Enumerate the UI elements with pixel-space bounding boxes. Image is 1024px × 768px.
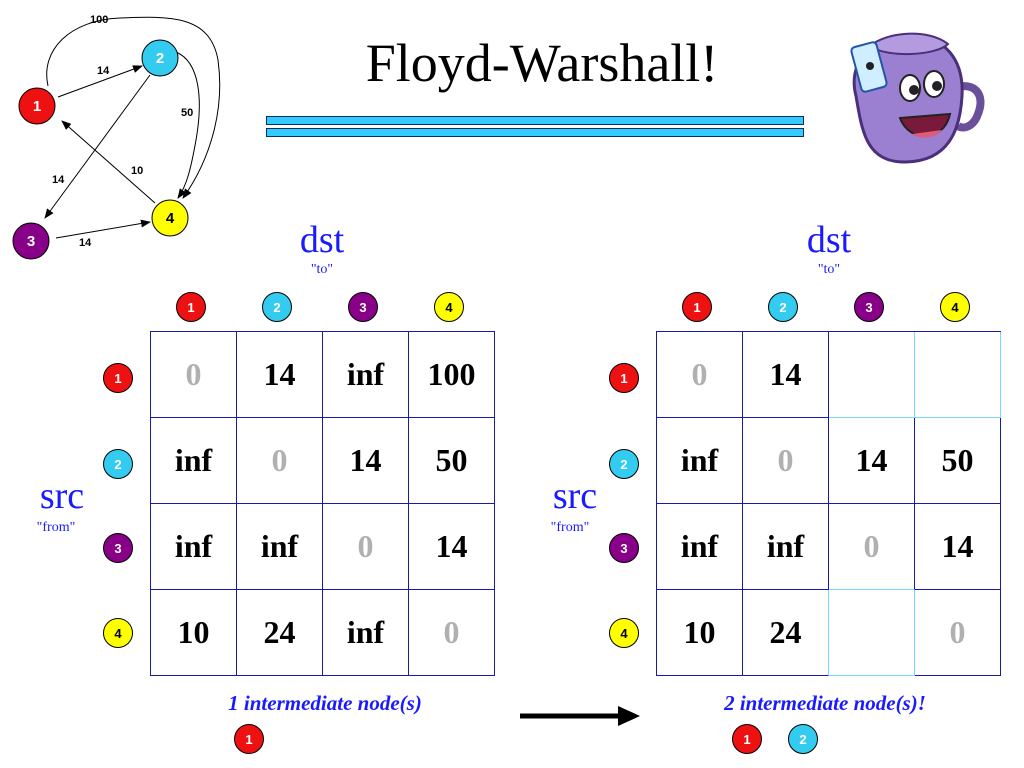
right-cell-1-2: 14 [743,332,829,418]
right-row-node-3: 3 [609,533,639,563]
left-cell-3-1: inf [151,504,237,590]
left-cell-2-4: 50 [409,418,495,504]
left-cell-3-4: 14 [409,504,495,590]
left-col-node-1: 1 [176,292,206,322]
left-col-node-3: 3 [348,292,378,322]
right-src-label: src [552,475,598,517]
left-col-node-4: 4 [434,292,464,322]
left-distance-matrix: 0 14 inf 100 inf 0 14 50 inf inf 0 14 10… [150,331,495,676]
left-row-node-3: 3 [103,533,133,563]
right-cell-2-3: 14 [829,418,915,504]
left-caption: 1 intermediate node(s) [228,691,422,715]
backpack-mascot-image [850,32,985,164]
left-col-node-2: 2 [262,292,292,322]
right-cell-4-3 [829,590,915,676]
graph-node-2: 2 [141,39,179,77]
right-dst-sublabel: "to" [817,262,841,277]
left-src-label: src [39,475,85,517]
left-dst-sublabel: "to" [310,262,334,277]
next-step-arrow [520,706,640,726]
right-row-node-2: 2 [609,449,639,479]
left-cell-4-4: 0 [409,590,495,676]
left-row-node-4: 4 [103,618,133,648]
edge-1-4 [46,16,221,199]
weight-3-4: 14 [79,237,92,249]
left-cell-2-3: 14 [323,418,409,504]
right-caption: 2 intermediate node(s)! [724,691,926,715]
right-intermediate-node-2: 2 [788,724,818,754]
right-cell-4-2: 24 [743,590,829,676]
page-title: Floyd-Warshall! [365,33,719,93]
graph-node-2-label: 2 [156,50,164,67]
right-cell-4-4: 0 [915,590,1001,676]
left-cell-1-1: 0 [151,332,237,418]
left-cell-2-2: 0 [237,418,323,504]
left-src-sublabel: "from" [36,520,76,535]
left-cell-1-3: inf [323,332,409,418]
right-distance-matrix: 0 14 inf 0 14 50 inf inf 0 14 10 24 0 [656,331,1001,676]
graph-diagram: 100 14 50 10 14 14 1 2 3 4 [12,14,221,260]
right-cell-4-1: 10 [657,590,743,676]
graph-node-3-label: 3 [27,233,35,250]
weight-2-3: 14 [52,174,65,186]
right-intermediate-node-1: 1 [732,724,762,754]
graph-node-1: 1 [18,87,56,125]
right-col-node-4: 4 [940,292,970,322]
left-intermediate-node-1: 1 [234,724,264,754]
left-cell-4-1: 10 [151,590,237,676]
right-col-node-1: 1 [682,292,712,322]
left-dst-label: dst [299,219,345,261]
right-cell-2-2: 0 [743,418,829,504]
right-row-node-1: 1 [609,363,639,393]
right-cell-3-4: 14 [915,504,1001,590]
edge-3-4 [55,219,151,239]
weight-4-1: 10 [131,165,143,177]
right-dst-label: dst [806,219,852,261]
right-row-node-4: 4 [609,618,639,648]
right-cell-3-2: inf [743,504,829,590]
graph-node-3: 3 [12,222,50,260]
weight-1-2: 14 [97,65,110,77]
title-underline-bottom [266,128,804,137]
title-underline-top [266,116,804,125]
graph-node-1-label: 1 [33,98,41,115]
right-col-node-2: 2 [768,292,798,322]
edge-4-1 [61,120,156,204]
right-cell-2-4: 50 [915,418,1001,504]
left-cell-4-2: 24 [237,590,323,676]
left-row-node-2: 2 [103,449,133,479]
right-cell-1-1: 0 [657,332,743,418]
right-cell-3-3: 0 [829,504,915,590]
weight-1-4: 100 [90,14,108,26]
right-cell-3-1: inf [657,504,743,590]
left-cell-2-1: inf [151,418,237,504]
graph-node-4-label: 4 [166,210,175,227]
right-cell-1-4 [915,332,1001,418]
right-src-sublabel: "from" [550,520,590,535]
left-cell-1-4: 100 [409,332,495,418]
left-cell-3-2: inf [237,504,323,590]
left-cell-4-3: inf [323,590,409,676]
right-cell-2-1: inf [657,418,743,504]
graph-node-4: 4 [151,199,189,237]
edge-1-2 [57,65,143,98]
right-cell-1-3 [829,332,915,418]
left-cell-1-2: 14 [237,332,323,418]
edge-2-4 [175,51,200,199]
left-cell-3-3: 0 [323,504,409,590]
weight-2-4: 50 [181,107,193,119]
right-col-node-3: 3 [854,292,884,322]
edge-2-3 [44,74,151,219]
left-row-node-1: 1 [103,363,133,393]
